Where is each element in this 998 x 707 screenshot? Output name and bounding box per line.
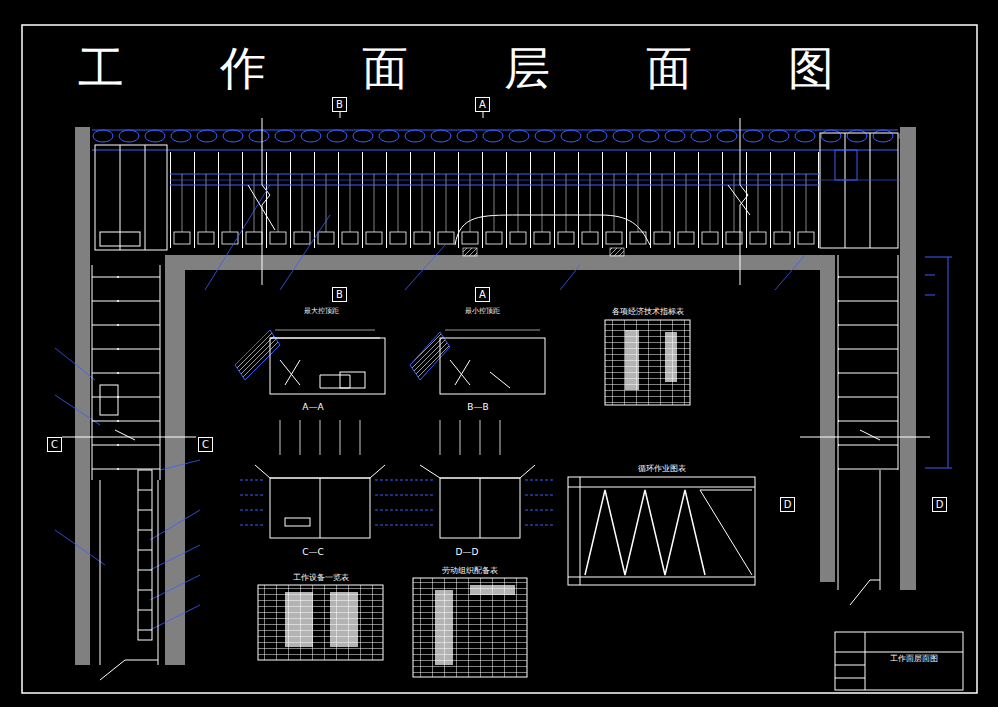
section-marker: D — [780, 497, 795, 512]
table-heading: 各项经济技术指标表 — [610, 307, 686, 317]
sheet-title: 工作面层面图 — [78, 38, 930, 100]
table-box: 劳动组织配备表 — [410, 566, 530, 679]
section-marker: A — [475, 287, 490, 302]
view-caption: 最大控顶距 — [303, 307, 340, 316]
section-marker: C — [198, 437, 213, 452]
section-caption: C—C — [301, 547, 325, 558]
table-heading: 循环作业图表 — [636, 464, 688, 474]
section-marker: B — [332, 97, 347, 112]
section-caption: B—B — [466, 402, 489, 413]
table-heading: 劳动组织配备表 — [440, 566, 500, 576]
title-block-text: 工作面层面图 — [866, 654, 962, 664]
cycle-chart-box: 循环作业图表 — [565, 464, 758, 587]
section-caption: D—D — [455, 547, 480, 558]
section-marker: A — [475, 97, 490, 112]
section-caption: A—A — [301, 402, 324, 413]
table-box: 工作设备一览表 — [255, 573, 386, 663]
section-marker: C — [47, 437, 62, 452]
view-caption: 最小控顶距 — [464, 307, 501, 316]
table-heading: 工作设备一览表 — [291, 573, 351, 583]
title-block: 工作面层面图 — [835, 632, 963, 690]
section-marker: B — [332, 287, 347, 302]
section-marker: D — [932, 497, 947, 512]
table-box: 各项经济技术指标表 — [600, 307, 695, 407]
